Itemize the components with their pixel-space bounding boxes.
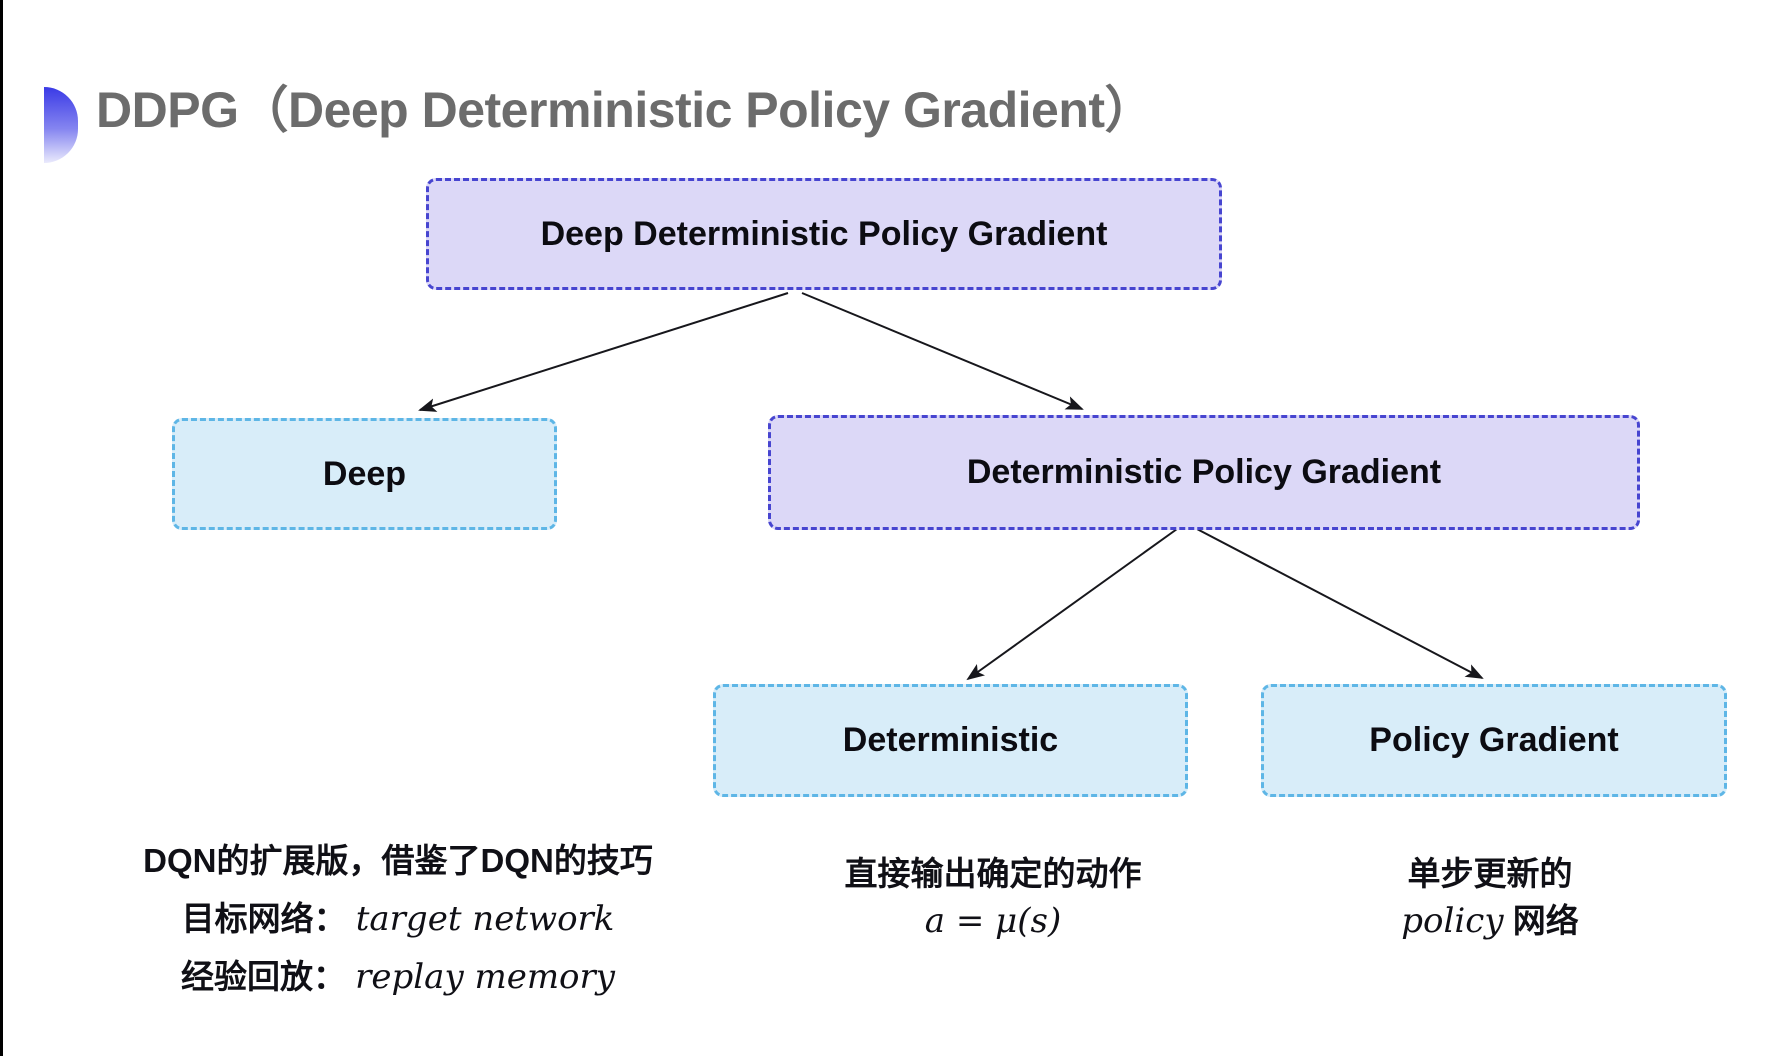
note-deep: DQN的扩展版，借鉴了DQN的技巧 目标网络： target network 经…: [98, 832, 698, 1006]
note-deep-line3-label: 经验回放：: [180, 958, 346, 995]
note-policy-gradient-suffix: 网络: [1512, 902, 1579, 939]
node-deep: Deep: [172, 418, 557, 530]
node-deep-label: Deep: [322, 454, 407, 493]
note-deep-line3-term: replay memory: [355, 957, 615, 997]
node-policy-gradient: Policy Gradient: [1261, 684, 1727, 797]
note-deep-line3: 经验回放： replay memory: [98, 948, 698, 1006]
note-deep-line2-term: target network: [355, 899, 615, 939]
page-title: DDPG（Deep Deterministic Policy Gradient）: [96, 82, 1155, 138]
note-policy-gradient-line2: policy 网络: [1290, 897, 1690, 945]
node-root: Deep Deterministic Policy Gradient: [426, 178, 1222, 290]
note-policy-gradient: 单步更新的 policy 网络: [1290, 850, 1690, 945]
note-deterministic-formula: a = μ(s): [924, 901, 1062, 941]
note-deep-line2: 目标网络： target network: [98, 890, 698, 948]
note-deep-line2-label: 目标网络：: [181, 900, 347, 937]
note-deterministic: 直接输出确定的动作 a = μ(s): [793, 850, 1193, 945]
node-root-label: Deep Deterministic Policy Gradient: [540, 214, 1108, 253]
node-deterministic-policy-gradient: Deterministic Policy Gradient: [768, 415, 1640, 530]
node-dpg-label: Deterministic Policy Gradient: [966, 453, 1442, 491]
arrow-root-to-dpg: [801, 292, 1084, 410]
node-policy-gradient-label: Policy Gradient: [1369, 721, 1619, 759]
note-deep-line1: DQN的扩展版，借鉴了DQN的技巧: [143, 842, 653, 879]
note-deterministic-line1: 直接输出确定的动作: [844, 855, 1142, 892]
arrow-dpg-to-deterministic: [966, 528, 1178, 681]
note-policy-gradient-line1: 单步更新的: [1407, 855, 1573, 892]
bullet-icon: [44, 87, 78, 163]
arrow-root-to-deep: [418, 292, 789, 412]
node-deterministic: Deterministic: [713, 684, 1188, 797]
node-deterministic-label: Deterministic: [842, 721, 1059, 759]
left-edge-line: [0, 0, 3, 1056]
note-policy-gradient-term: policy: [1401, 901, 1504, 941]
arrow-dpg-to-policy-gradient: [1196, 528, 1484, 679]
